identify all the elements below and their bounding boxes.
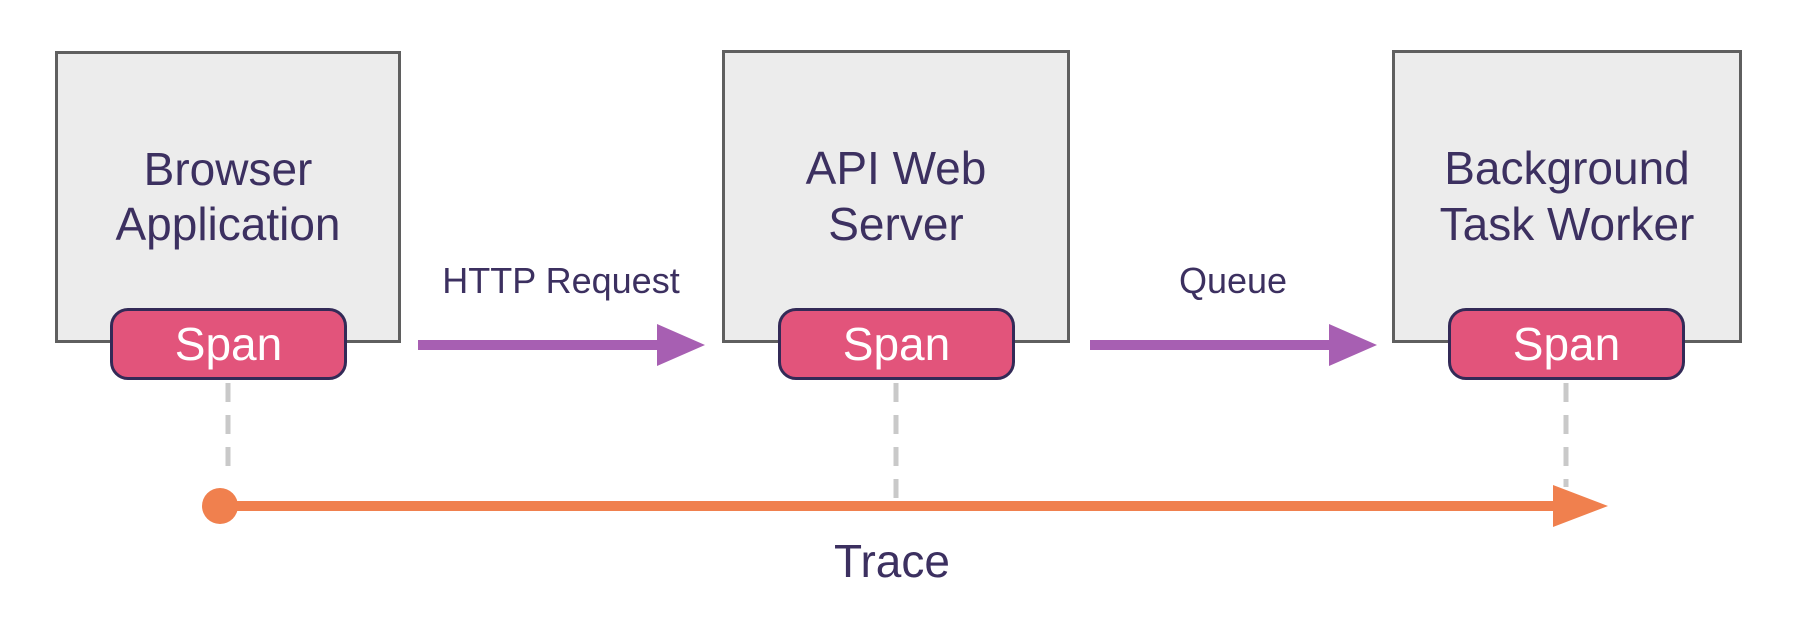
arrow-shaft <box>418 340 659 350</box>
span-badge: Span <box>110 308 347 380</box>
trace-timeline-line <box>220 501 1555 511</box>
node-title: API Web Server <box>805 142 987 250</box>
node-box-background-task-worker: Background Task Worker <box>1392 50 1742 343</box>
arrow-head <box>657 324 705 366</box>
arrow-head <box>1329 324 1377 366</box>
span-badge: Span <box>1448 308 1685 380</box>
node-title: Background Task Worker <box>1439 142 1695 250</box>
edge-label-http-request: HTTP Request <box>442 260 680 301</box>
trace-label: Trace <box>834 535 950 587</box>
edge-label-queue: Queue <box>1178 260 1288 301</box>
arrow-shaft <box>1090 340 1331 350</box>
node-box-api-web-server: API Web Server <box>722 50 1070 343</box>
http-request-arrow-icon <box>418 324 705 366</box>
node-box-browser-application: Browser Application <box>55 51 401 343</box>
span-badge-label: Span <box>1512 318 1621 370</box>
trace-arrow-head-icon <box>1553 485 1608 527</box>
span-badge: Span <box>778 308 1015 380</box>
queue-arrow-icon <box>1090 324 1377 366</box>
span-connector-dashed-icon <box>225 383 231 473</box>
span-connector-dashed-icon <box>1563 383 1569 487</box>
span-badge-label: Span <box>842 318 951 370</box>
span-badge-label: Span <box>174 318 283 370</box>
node-title: Browser Application <box>115 142 341 250</box>
span-connector-dashed-icon <box>893 383 899 503</box>
